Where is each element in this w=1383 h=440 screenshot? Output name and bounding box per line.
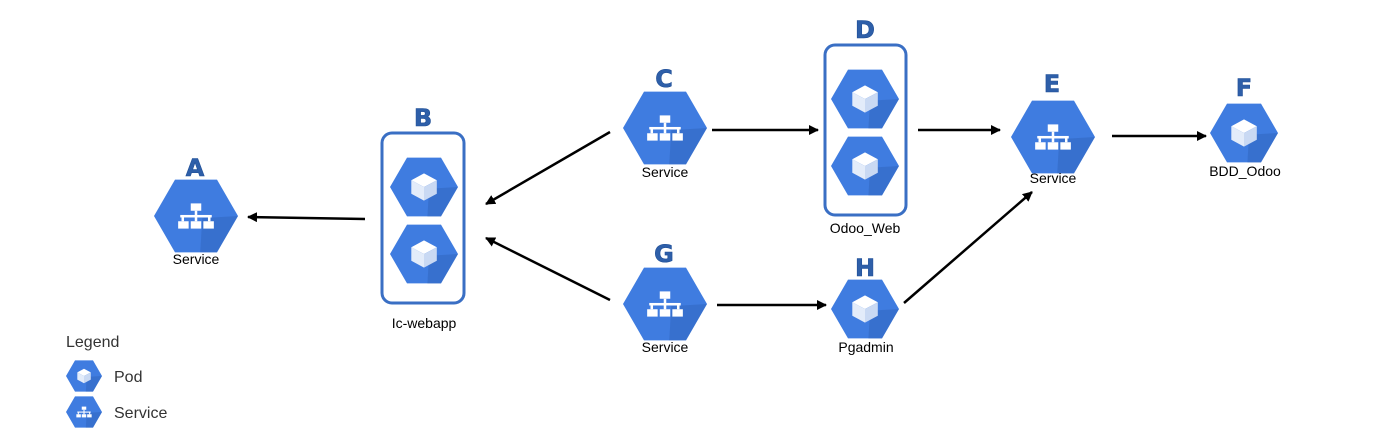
caption-b: Ic-webapp (392, 315, 457, 331)
caption-h: Pgadmin (838, 339, 893, 355)
node-a-service-icon (154, 179, 238, 253)
node-letters: A B C D E F G H (185, 16, 1252, 283)
letter-h: H (855, 254, 875, 282)
letter-e: E (1044, 70, 1060, 98)
pod-group-d-border (823, 43, 908, 217)
caption-a: Service (173, 251, 220, 267)
letter-c: C (655, 65, 673, 93)
caption-d: Odoo_Web (830, 220, 901, 236)
legend-title: Legend (66, 334, 119, 351)
node-icons (154, 69, 1278, 341)
node-d-pod-icon-2 (831, 136, 899, 196)
caption-c: Service (642, 164, 689, 180)
caption-f: BDD_Odoo (1209, 163, 1281, 179)
edges (247, 125, 1207, 310)
legend-service-icon (66, 396, 102, 428)
caption-g: Service (642, 339, 689, 355)
letter-a: A (186, 154, 205, 182)
node-b-pod-icon-1 (390, 157, 458, 217)
letter-d: D (855, 16, 875, 44)
legend-pod-label: Pod (114, 369, 142, 386)
node-h-pod-icon (831, 279, 899, 339)
legend-service-label: Service (114, 405, 167, 422)
legend-pod-icon (66, 360, 102, 392)
letter-g: G (654, 240, 674, 268)
node-b-pod-icon-2 (390, 224, 458, 284)
letter-f: F (1236, 74, 1252, 102)
node-captions: Service Ic-webapp Service Odoo_Web Servi… (173, 163, 1281, 355)
arrow-b-to-a (247, 212, 366, 223)
pod-icon (66, 360, 102, 392)
arrow-g-to-b (485, 236, 611, 302)
node-e-service-icon (1011, 100, 1095, 174)
node-d-pod-icon-1 (831, 69, 899, 129)
arrow-c-to-b (485, 130, 611, 206)
service-icon (66, 396, 102, 428)
arrow-h-to-e (903, 191, 1033, 304)
letter-b: B (414, 104, 432, 132)
pod-group-b-border (380, 131, 466, 305)
node-c-service-icon (623, 91, 707, 165)
node-g-service-icon (623, 267, 707, 341)
node-f-pod-icon (1210, 103, 1278, 163)
caption-e: Service (1030, 170, 1077, 186)
legend: Legend Pod Service (66, 334, 167, 428)
